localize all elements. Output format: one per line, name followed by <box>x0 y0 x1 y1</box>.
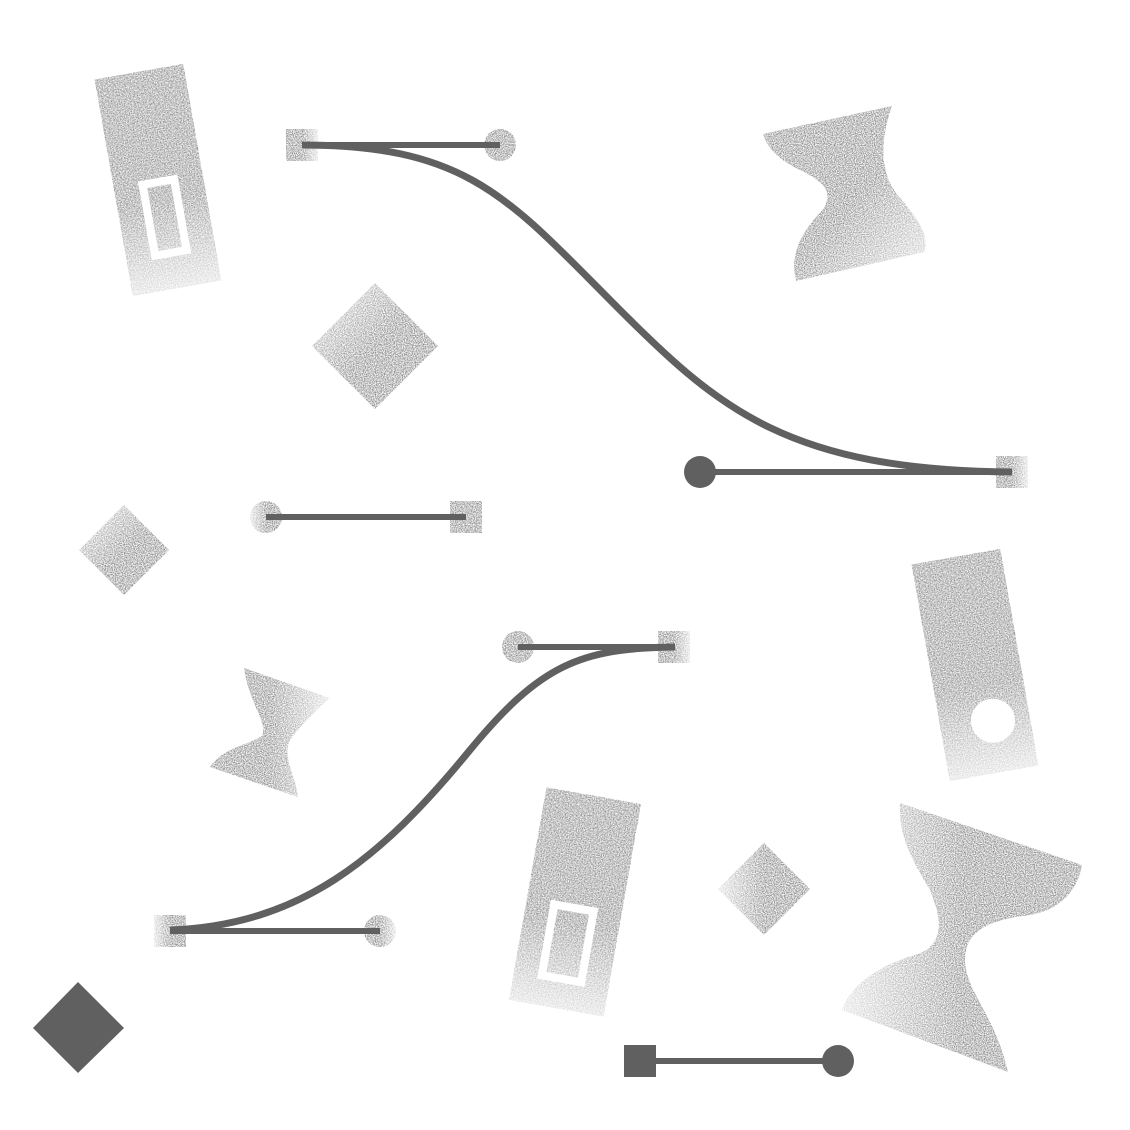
anchor-square <box>624 1045 656 1077</box>
anchor-circle <box>364 915 396 947</box>
anchor-square <box>286 129 318 161</box>
anchor-square <box>154 915 186 947</box>
bezier-handle <box>624 1045 854 1077</box>
anchor-circle <box>484 129 516 161</box>
tag-shape <box>94 63 222 297</box>
diamond-shape <box>79 505 169 595</box>
hourglass-shape <box>210 668 330 797</box>
anchor-square <box>450 501 482 533</box>
bezier-handle <box>250 501 482 533</box>
anchor-square <box>658 631 690 663</box>
anchor-circle <box>502 631 534 663</box>
diamond-shape <box>33 982 124 1073</box>
anchor-square <box>996 456 1028 488</box>
hourglass-shape <box>842 803 1082 1072</box>
bezier-curve <box>286 129 1028 488</box>
anchor-circle <box>684 456 716 488</box>
anchor-circle <box>822 1045 854 1077</box>
bezier-curve <box>154 631 690 947</box>
tag-shape <box>508 787 642 1017</box>
diamond-shape <box>718 843 810 935</box>
tag-shape <box>911 548 1039 782</box>
diamond-shape <box>312 283 438 409</box>
hourglass-shape <box>763 106 926 281</box>
anchor-circle <box>250 501 282 533</box>
